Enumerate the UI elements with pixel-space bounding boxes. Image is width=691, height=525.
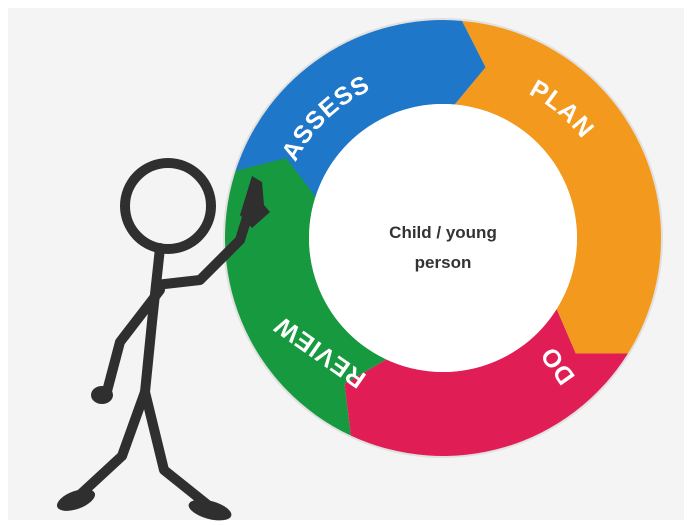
figure-left-hand [91,386,113,404]
assess-segment [235,19,486,197]
center-circle [309,104,577,372]
figure-left-arm [101,285,165,400]
figure-hands-feet [56,176,270,521]
figure-right-leg [140,387,219,515]
center-label-line2: person [415,253,472,272]
review-segment [225,152,387,436]
ring-outline [222,18,663,458]
figure-left-leg [65,387,150,509]
plan-segment [454,20,661,354]
figure-right-hand [240,176,270,228]
center-label-line1: Child / young [389,223,497,242]
figure-right-foot [188,499,232,521]
do-segment [344,309,628,456]
figure-left-foot [56,489,96,511]
figure-head [120,158,216,254]
figure-body [140,243,165,397]
